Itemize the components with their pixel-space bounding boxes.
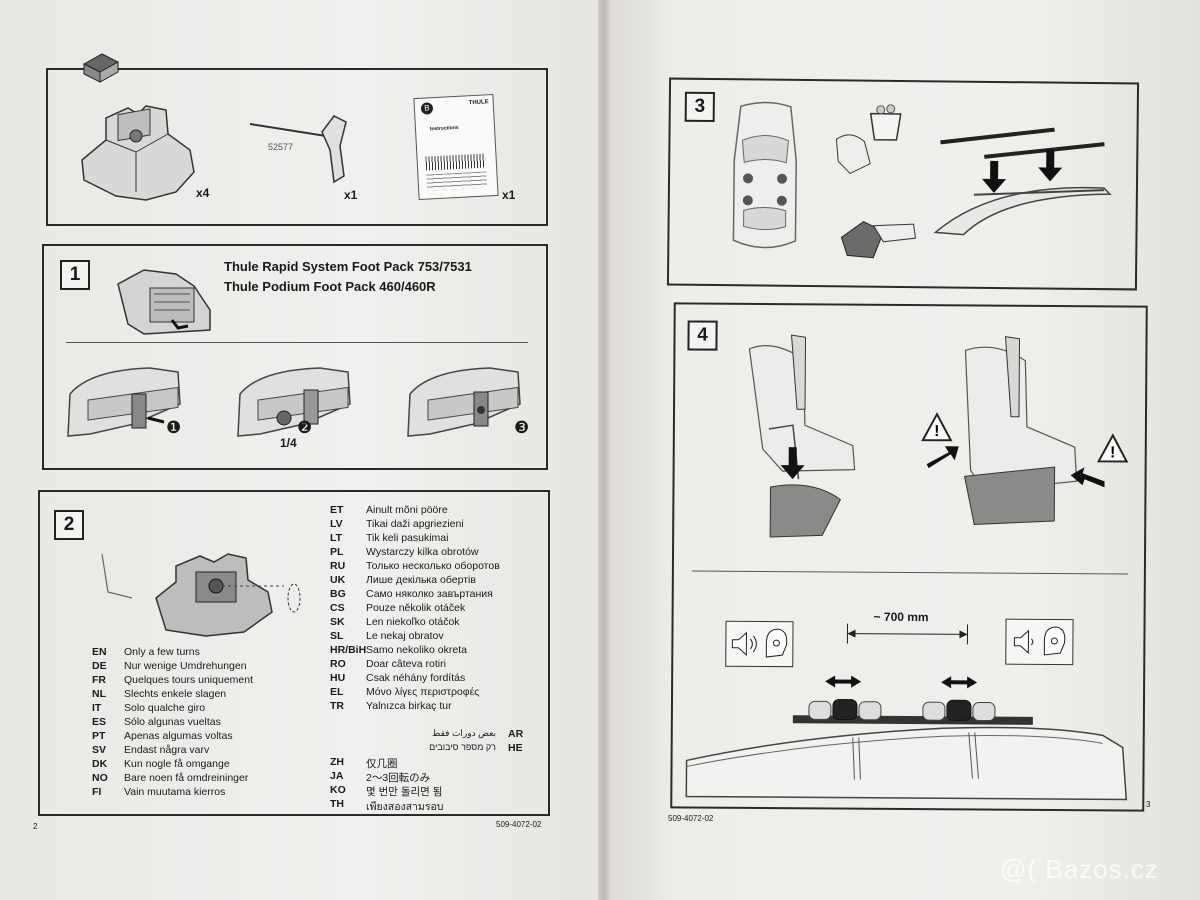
substep-3-illustration [407,367,521,437]
right-page-number: 3 [1146,800,1151,809]
foot-mounting-illustration [748,334,856,538]
step-4-number: 4 [687,320,718,351]
book-spine [598,0,610,900]
substep-1-badge: ❶ [166,418,182,437]
car-top-view-illustration [732,101,797,249]
cleaning-bucket-illustration [835,104,902,175]
foot-quantity: x4 [196,186,210,200]
substep-2-badge: ❷ [297,418,313,437]
box-icon [82,53,120,83]
distance-dimension-line [846,623,969,645]
step-3-box: 3 [666,77,1140,291]
instruction-manual: B THULE Instructions [413,93,499,201]
step-3-number: 3 [684,91,715,123]
substep-2-illustration [237,367,351,437]
noise-quiet-icon [1005,618,1074,666]
step-1-divider [66,342,528,343]
key-quantity: x1 [344,188,358,202]
svg-text:!: ! [934,423,939,440]
product-line-1: Thule Rapid System Foot Pack 753/7531 [224,259,472,274]
kit-contents-box: x4 52577 x1 B THULE Instructions x1 [46,53,548,226]
part-number: 52577 [268,142,294,152]
substep-3-badge: ❸ [514,418,530,437]
step-4-box: 4 ! ! [670,302,1148,812]
manual-barcode [425,153,487,171]
manual-text-lines [426,171,488,191]
manual-brand: THULE [468,99,489,107]
speaker-quiet-icon [1013,629,1034,654]
right-doc-code: 509-4072-02 [668,814,714,823]
car-side-with-bars-illustration [685,675,1128,801]
step-2-number: 2 [54,510,84,540]
step-4-divider [691,570,1128,575]
product-line-2: Thule Podium Foot Pack 460/460R [224,279,436,294]
manual-letter-badge: B [420,102,434,115]
step-1-box: 1 Thule Rapid System Foot Pack 753/7531 … [42,244,548,470]
ear-head-quiet-icon [1043,626,1066,656]
speaker-loud-icon [731,631,757,656]
key-tool-illustration [249,115,347,184]
substep-1-illustration [67,367,181,437]
cleaning-cloth-illustration [840,221,916,259]
ear-head-icon [765,628,788,658]
svg-text:!: ! [1110,444,1115,461]
left-page-number: 2 [33,822,38,831]
manual-title: Instructions [429,124,459,133]
manual-quantity: x1 [502,188,516,202]
distance-label: ~ 700 mm [871,609,931,625]
foot-adjust-illustration [101,553,301,637]
quarter-turn-label: 1/4 [280,436,297,450]
foot-warning-illustration: ! ! [921,336,1129,525]
foot-pack-illustration [117,269,211,335]
noise-loud-icon [725,620,794,668]
watermark: @( Bazos.cz [1000,854,1159,884]
foot-unit-illustration [81,105,195,201]
step-1-number: 1 [60,260,90,290]
roof-bars-on-car-illustration [933,127,1112,236]
left-doc-code: 509-4072-02 [496,820,542,829]
